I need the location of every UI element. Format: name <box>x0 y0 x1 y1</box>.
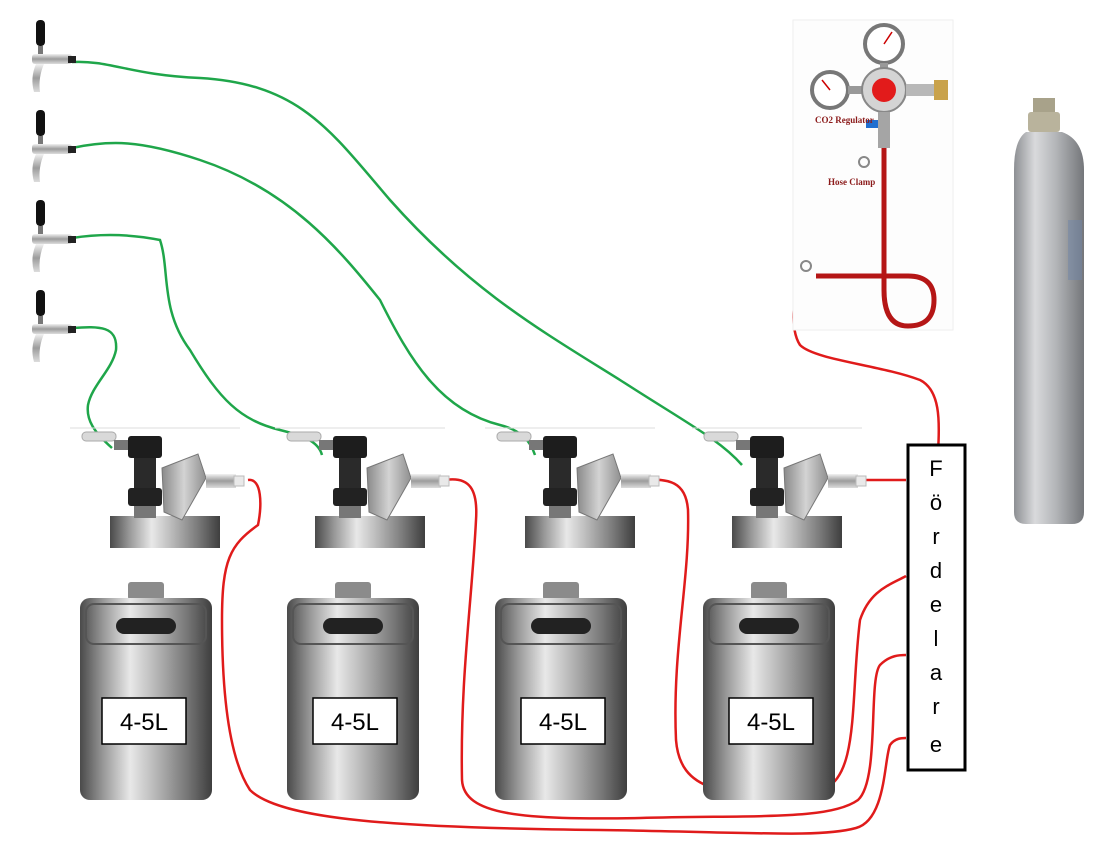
keg-coupler-1[interactable] <box>70 427 245 548</box>
keg-couplers <box>70 427 867 548</box>
beer-taps <box>32 20 76 362</box>
gas-line-keg-1 <box>220 478 907 835</box>
keg-label-box <box>312 697 398 745</box>
tap-handle-icon <box>36 290 45 316</box>
tap-handle-icon <box>36 110 45 136</box>
beer-tap-4[interactable] <box>32 290 76 362</box>
clamp-label: Hose Clamp <box>828 177 875 187</box>
distributor-box <box>906 443 967 772</box>
keg-label-box <box>520 697 606 745</box>
keg-label: 4-5L <box>331 709 379 736</box>
hose-clamp-icon <box>858 156 870 168</box>
hose-clamp-icon <box>800 260 812 272</box>
distributor-letter: a <box>930 660 943 685</box>
distributor-letter: r <box>932 694 939 719</box>
keg-label-box <box>101 697 187 745</box>
beer-tap-1[interactable] <box>32 20 76 92</box>
distributor-letter: F <box>929 456 942 481</box>
keg-coupler-4[interactable] <box>692 427 867 548</box>
distributor-letter: e <box>930 592 942 617</box>
distributor-letter: r <box>932 524 939 549</box>
distributor-letter: e <box>930 732 942 757</box>
keg-label: 4-5L <box>539 709 587 736</box>
keg-1[interactable]: 4-5L <box>80 582 212 800</box>
beer-tap-3[interactable] <box>32 200 76 272</box>
regulator-label: CO2 Regulator <box>815 115 874 125</box>
keg-label: 4-5L <box>747 709 795 736</box>
keg-3[interactable]: 4-5L <box>495 582 627 800</box>
gas-line-keg-2 <box>444 478 907 820</box>
beer-tap-2[interactable] <box>32 110 76 182</box>
kegs: 4-5L 4-5L 4-5L 4-5L <box>80 582 835 800</box>
beer-line-1 <box>71 60 743 466</box>
distributor-letter: ö <box>930 490 942 515</box>
distributor-letter: l <box>934 626 939 651</box>
distributor-letter: d <box>930 558 942 583</box>
keg-4[interactable]: 4-5L <box>703 582 835 800</box>
co2-regulator[interactable]: CO2 Regulator Hose Clamp <box>792 19 954 331</box>
keg-label: 4-5L <box>120 709 168 736</box>
tap-handle-icon <box>36 20 45 46</box>
beer-line-2 <box>71 141 537 456</box>
keg-label-box <box>728 697 814 745</box>
co2-cylinder[interactable] <box>1014 98 1084 524</box>
tap-handle-icon <box>36 200 45 226</box>
keg-coupler-2[interactable] <box>275 427 450 548</box>
keg-2[interactable]: 4-5L <box>287 582 419 800</box>
distributor[interactable]: F ö r d e l a r e <box>906 443 967 772</box>
beer-line-3 <box>71 233 324 456</box>
beer-line-4 <box>71 325 118 449</box>
beer-lines <box>71 60 743 466</box>
keg-coupler-3[interactable] <box>485 427 660 548</box>
